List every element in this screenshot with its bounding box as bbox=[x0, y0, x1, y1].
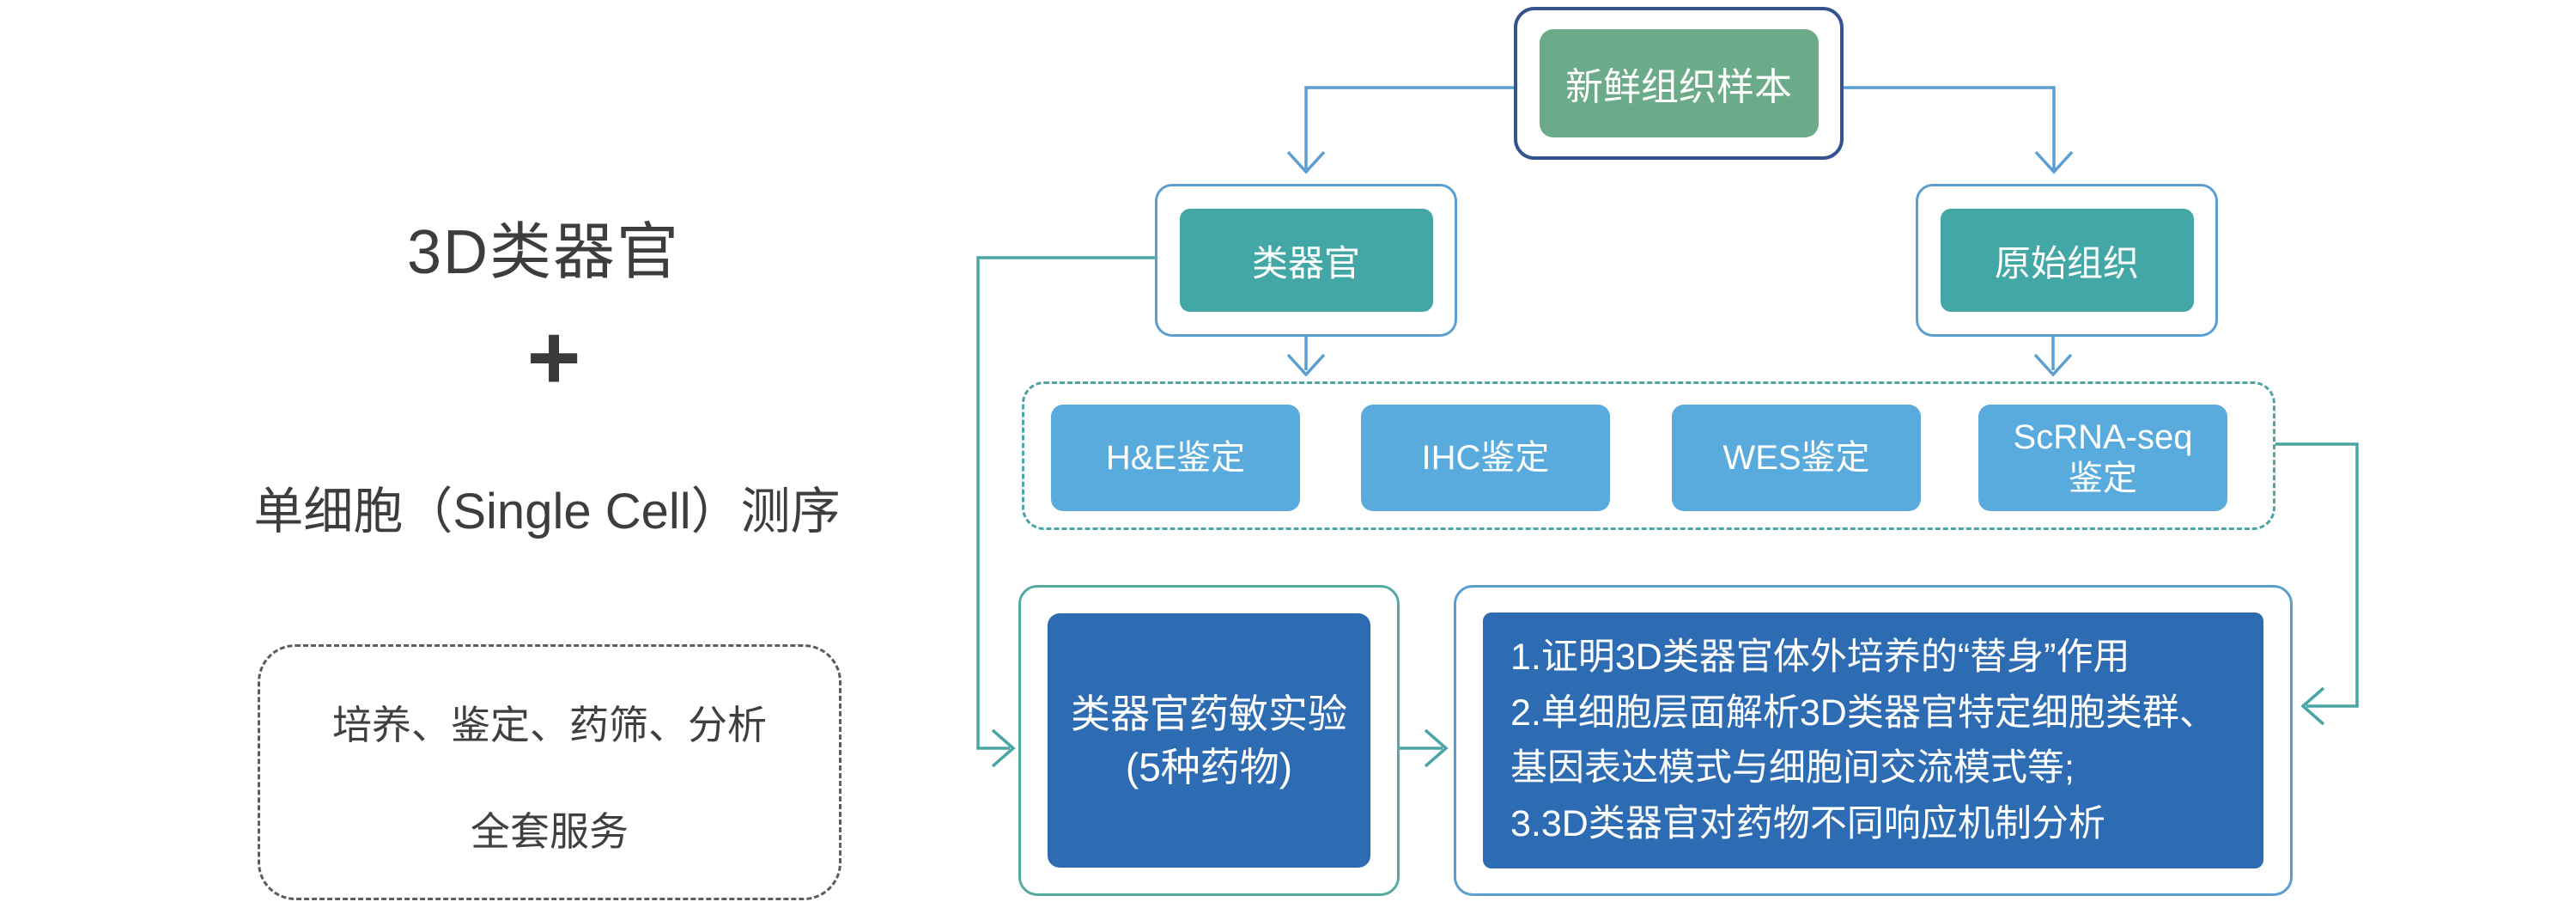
connector-organoid-to-assays bbox=[1286, 337, 1326, 377]
node-organoid: 类器官 bbox=[1155, 184, 1457, 337]
node-original-tissue-label: 原始组织 bbox=[1940, 209, 2194, 312]
service-scope-box: 培养、鉴定、药筛、分析 全套服务 bbox=[258, 644, 841, 900]
node-original-tissue: 原始组织 bbox=[1916, 184, 2218, 337]
connector-assays-to-results bbox=[2275, 442, 2359, 726]
connector-root-to-original-tissue bbox=[1844, 86, 2074, 174]
node-analysis-results: 1.证明3D类器官体外培养的“替身”作用 2.单细胞层面解析3D类器官特定细胞类… bbox=[1454, 585, 2293, 896]
left-panel-subtitle: 单细胞（Single Cell）测序 bbox=[253, 484, 841, 539]
drug-test-line1: 类器官药敏实验 bbox=[1071, 691, 1347, 736]
results-item-1: 1.证明3D类器官体外培养的“替身”作用 bbox=[1510, 637, 2130, 678]
connector-organoid-to-drug-test bbox=[976, 256, 1155, 768]
connector-original-tissue-to-assays bbox=[2033, 337, 2073, 377]
service-scope-line1: 培养、鉴定、药筛、分析 bbox=[332, 703, 767, 747]
node-fresh-tissue-sample-label: 新鲜组织样本 bbox=[1539, 29, 1819, 137]
node-analysis-results-text: 1.证明3D类器官体外培养的“替身”作用 2.单细胞层面解析3D类器官特定细胞类… bbox=[1483, 612, 2263, 868]
results-item-3: 3.3D类器官对药物不同响应机制分析 bbox=[1510, 802, 2105, 844]
node-fresh-tissue-sample: 新鲜组织样本 bbox=[1514, 7, 1844, 160]
node-he-assay: H&E鉴定 bbox=[1051, 405, 1300, 511]
assay-group-box: H&E鉴定 IHC鉴定 WES鉴定 ScRNA-seq 鉴定 bbox=[1022, 381, 2275, 530]
node-wes-assay: WES鉴定 bbox=[1672, 405, 1921, 511]
results-item-2: 2.单细胞层面解析3D类器官特定细胞类群、基因表达模式与细胞间交流模式等; bbox=[1510, 692, 2216, 789]
drug-test-line2: (5种药物) bbox=[1125, 745, 1293, 789]
node-ihc-assay: IHC鉴定 bbox=[1361, 405, 1610, 511]
node-drug-sensitivity-test: 类器官药敏实验 (5种药物) bbox=[1018, 585, 1400, 896]
node-drug-sensitivity-test-label: 类器官药敏实验 (5种药物) bbox=[1048, 613, 1370, 868]
node-scrna-seq-assay: ScRNA-seq 鉴定 bbox=[1978, 405, 2227, 511]
node-organoid-label: 类器官 bbox=[1179, 209, 1433, 312]
plus-sign: + bbox=[526, 305, 581, 409]
left-panel-title: 3D类器官 bbox=[406, 218, 681, 287]
connector-drug-test-to-results bbox=[1400, 728, 1449, 768]
service-scope-line2: 全套服务 bbox=[471, 809, 629, 854]
connector-root-to-organoid bbox=[1286, 86, 1514, 174]
